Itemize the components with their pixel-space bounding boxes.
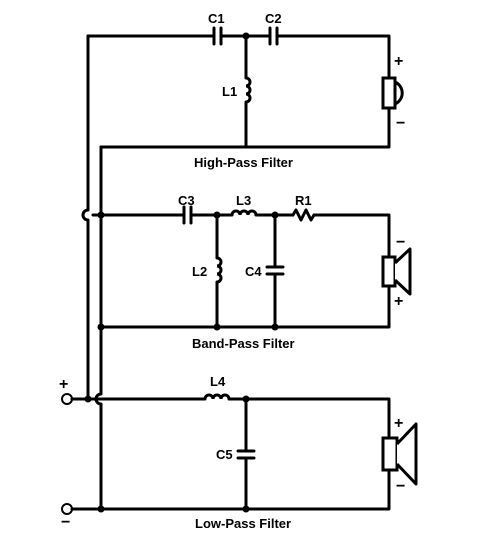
lp-top-wire-2 <box>227 397 391 440</box>
label-l2: L2 <box>192 264 207 279</box>
tweeter-plus-sign: + <box>394 53 403 70</box>
woofer-minus-sign: − <box>396 478 405 495</box>
positive-bus <box>70 34 90 401</box>
midrange-minus-sign: − <box>396 234 405 251</box>
tweeter-speaker <box>381 76 404 110</box>
hp-junction-top <box>242 32 250 40</box>
lp-bottom-wire <box>99 468 391 511</box>
inductor-l3 <box>230 209 258 216</box>
bp-bottom-wire <box>99 284 391 329</box>
label-c5: C5 <box>216 447 233 462</box>
bp-junction-l2-top <box>213 211 221 219</box>
woofer-speaker <box>381 422 418 486</box>
label-c3: C3 <box>178 193 195 208</box>
midrange-plus-sign: + <box>394 293 403 310</box>
tweeter-minus-sign: − <box>396 115 405 132</box>
band-pass-filter-title: Band-Pass Filter <box>192 336 295 351</box>
low-pass-filter-title: Low-Pass Filter <box>195 516 291 531</box>
bp-top-wire-4 <box>312 213 391 259</box>
inductor-l2 <box>216 256 223 284</box>
label-c4: C4 <box>245 264 262 279</box>
resistor-r1 <box>291 208 316 222</box>
high-pass-filter-title: High-Pass Filter <box>194 155 293 170</box>
lp-junction-bottom-left <box>97 505 105 513</box>
inductor-l4 <box>203 393 231 400</box>
input-terminals: + − <box>59 376 73 531</box>
bp-junction-c4-bottom <box>271 323 279 331</box>
lp-junction-c5-top <box>242 395 250 403</box>
input-plus-sign: + <box>59 376 68 393</box>
label-c1: C1 <box>208 11 225 26</box>
label-l1: L1 <box>222 84 237 99</box>
lp-junction-c5-bottom <box>242 505 250 513</box>
bp-junction-l2-bottom <box>213 323 221 331</box>
inductor-l1 <box>245 76 252 104</box>
label-l3: L3 <box>236 193 251 208</box>
input-minus-sign: − <box>61 514 70 531</box>
woofer-plus-sign: + <box>394 415 403 432</box>
band-pass-section: − + C3 L3 R1 L2 C4 Band-Pass Filter <box>97 193 412 351</box>
hp-bottom-wire <box>99 106 391 149</box>
low-pass-section: + − L4 C5 Low-Pass Filter <box>84 374 418 531</box>
main-buses <box>70 34 103 511</box>
label-c2: C2 <box>265 11 282 26</box>
label-r1: R1 <box>295 193 312 208</box>
bp-junction-bottom-left <box>97 323 105 331</box>
label-l4: L4 <box>210 374 226 389</box>
bp-junction-c4-top <box>271 211 279 219</box>
lp-junction-left <box>84 395 92 403</box>
hp-top-wire-3 <box>275 34 391 80</box>
midrange-speaker <box>381 247 412 296</box>
high-pass-section: + − C1 C2 L1 High-Pass Filter <box>86 11 405 170</box>
